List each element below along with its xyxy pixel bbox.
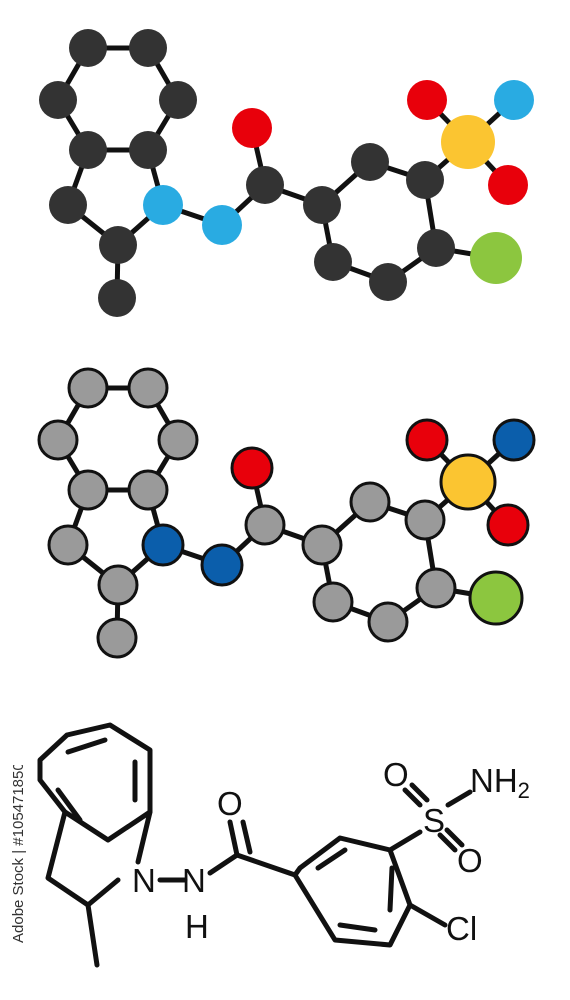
atom-label-carbonyl-o: O bbox=[217, 785, 243, 822]
s-o-down-2 bbox=[444, 827, 465, 848]
atom-c-14 bbox=[406, 161, 444, 199]
atom-labels: O N H N S O O NH2 Cl bbox=[132, 756, 530, 947]
atom-cl-23 bbox=[470, 232, 522, 284]
atom-c-2 bbox=[157, 419, 199, 461]
atom-c-7 bbox=[97, 564, 139, 606]
nh2-text: NH bbox=[470, 762, 518, 799]
atom-n-8 bbox=[141, 523, 185, 567]
ring-to-n bbox=[135, 809, 153, 865]
atom-s-19 bbox=[441, 115, 495, 169]
atom-c-17 bbox=[314, 243, 352, 281]
atom-c-10 bbox=[244, 504, 286, 546]
atom-o-11 bbox=[230, 446, 274, 490]
benzamide-ring bbox=[292, 835, 413, 948]
atom-label-nh2: NH2 bbox=[470, 762, 530, 803]
atom-n-21 bbox=[494, 80, 534, 120]
atom-c-4 bbox=[67, 469, 109, 511]
atom-c-0 bbox=[67, 367, 109, 409]
atom-label-o1: O bbox=[383, 756, 409, 793]
ring-to-cl bbox=[407, 902, 448, 928]
atom-c-15 bbox=[417, 229, 455, 267]
atom-c-12 bbox=[301, 524, 343, 566]
s-o-up-1 bbox=[402, 787, 423, 808]
carbonyl-up-2 bbox=[240, 819, 253, 855]
skeletal-formula bbox=[37, 722, 473, 968]
ball-and-stick-model-dark bbox=[39, 29, 534, 317]
atom-c-5 bbox=[39, 81, 77, 119]
nh2-subscript: 2 bbox=[518, 778, 530, 803]
atom-cl-23 bbox=[468, 570, 524, 626]
atom-s-19 bbox=[439, 453, 497, 511]
carbonyl-up-1 bbox=[227, 819, 240, 858]
atom-n-9 bbox=[202, 205, 242, 245]
stock-id-watermark: Adobe Stock | #105471850 bbox=[10, 765, 27, 943]
atom-c-17 bbox=[312, 581, 354, 623]
stock-id-text: Adobe Stock | #105471850 bbox=[10, 765, 27, 943]
atom-label-h: H bbox=[185, 908, 209, 945]
benzene-ring-outline bbox=[37, 722, 153, 843]
ring-inner-3 bbox=[337, 922, 378, 933]
atom-c-6 bbox=[47, 524, 89, 566]
atom-c-13 bbox=[349, 481, 391, 523]
atom-o-22 bbox=[486, 503, 530, 547]
atom-c-7 bbox=[99, 226, 137, 264]
atom-c-1 bbox=[127, 367, 169, 409]
atom-n-8 bbox=[143, 185, 183, 225]
atom-label-o2: O bbox=[457, 842, 483, 879]
ring-inner-1 bbox=[315, 847, 348, 871]
atom-c-15 bbox=[415, 567, 457, 609]
atom-o-11 bbox=[232, 108, 272, 148]
atom-c-3 bbox=[127, 469, 169, 511]
atom-n-9 bbox=[200, 543, 244, 587]
methyl-bond bbox=[85, 902, 100, 968]
atom-c-1 bbox=[129, 29, 167, 67]
atom-c-16 bbox=[369, 263, 407, 301]
atom-label-s: S bbox=[423, 802, 445, 839]
ball-and-stick-model-outlined bbox=[37, 367, 536, 659]
atom-c-3 bbox=[129, 131, 167, 169]
atom-c-4 bbox=[69, 131, 107, 169]
s-o-down-1 bbox=[437, 832, 458, 853]
atom-c-18 bbox=[98, 279, 136, 317]
atom-c-6 bbox=[49, 186, 87, 224]
atom-c-2 bbox=[159, 81, 197, 119]
ring-inner-2 bbox=[387, 865, 395, 913]
s-o-up-2 bbox=[409, 782, 430, 803]
atom-c-13 bbox=[351, 143, 389, 181]
atom-c-12 bbox=[303, 186, 341, 224]
atom-label-cl: Cl bbox=[446, 910, 477, 947]
inner-bond-3 bbox=[55, 787, 83, 823]
atom-o-20 bbox=[407, 80, 447, 120]
inner-bond-1 bbox=[65, 737, 108, 755]
s-n-bond bbox=[445, 789, 473, 808]
atom-c-0 bbox=[69, 29, 107, 67]
ring-to-s bbox=[387, 829, 423, 853]
atom-c-16 bbox=[367, 601, 409, 643]
atom-c-10 bbox=[246, 166, 284, 204]
atom-o-22 bbox=[488, 165, 528, 205]
atom-n-21 bbox=[492, 418, 536, 462]
carbonyl-to-ring bbox=[234, 852, 298, 878]
atom-c-18 bbox=[96, 617, 138, 659]
atom-c-5 bbox=[37, 419, 79, 461]
five-ring bbox=[45, 809, 121, 908]
nh-carbonyl bbox=[207, 852, 240, 876]
atom-label-nh: N bbox=[182, 862, 206, 899]
atom-label-n: N bbox=[132, 862, 156, 899]
atom-c-14 bbox=[404, 499, 446, 541]
atom-o-20 bbox=[405, 418, 449, 462]
